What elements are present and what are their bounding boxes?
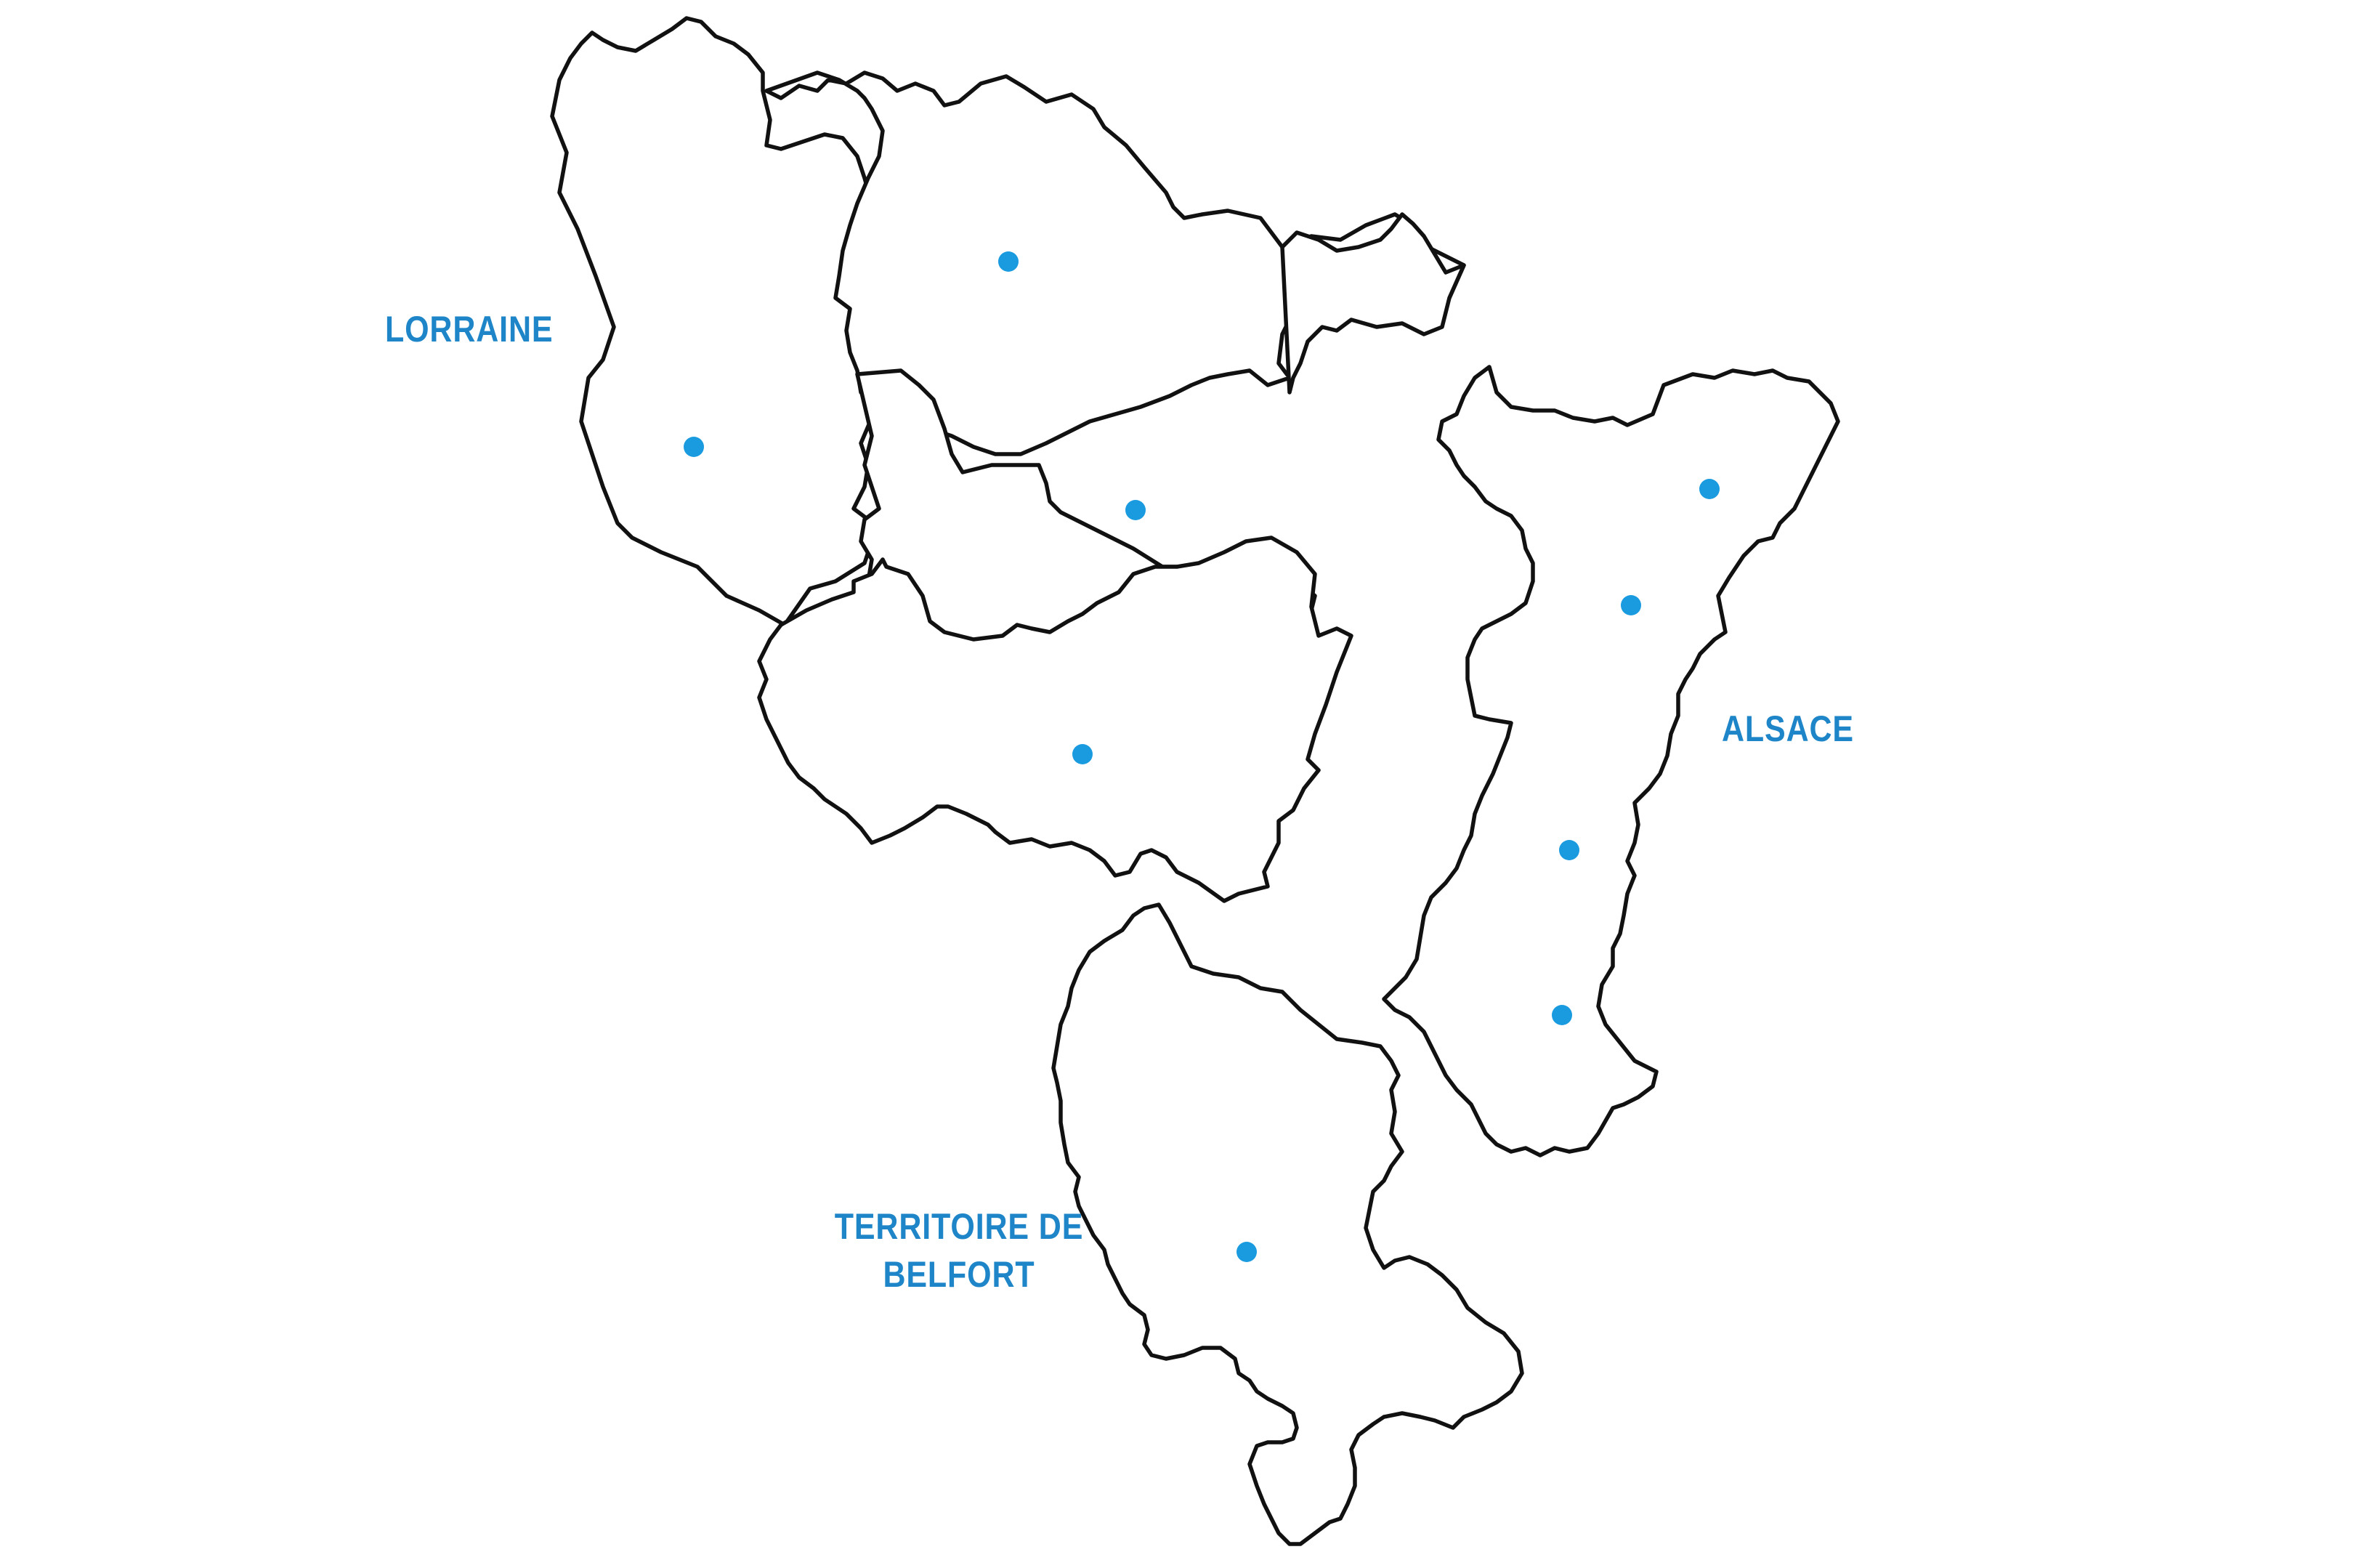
region-label-territoire-de-belfort: TERRITOIRE DE BELFORT bbox=[827, 1203, 1090, 1298]
department-marker[interactable] bbox=[1699, 479, 1720, 499]
region-label-belfort-line2: BELFORT bbox=[883, 1254, 1035, 1295]
region-label-belfort-line1: TERRITOIRE DE bbox=[834, 1206, 1084, 1247]
region-lorraine-northeast[interactable] bbox=[1280, 212, 1466, 395]
region-label-alsace-text: ALSACE bbox=[1722, 708, 1854, 749]
region-label-lorraine-text: LORRAINE bbox=[385, 309, 554, 349]
department-marker[interactable] bbox=[684, 437, 704, 457]
department-marker[interactable] bbox=[998, 251, 1019, 272]
department-marker[interactable] bbox=[1072, 744, 1093, 764]
region-lorraine-south[interactable] bbox=[757, 536, 1353, 903]
region-label-alsace: ALSACE bbox=[1722, 705, 1854, 753]
region-territoire-de-belfort[interactable] bbox=[1051, 902, 1524, 1546]
department-marker[interactable] bbox=[1559, 840, 1579, 860]
department-marker[interactable] bbox=[1236, 1242, 1257, 1262]
region-label-lorraine: LORRAINE bbox=[385, 305, 553, 353]
department-marker[interactable] bbox=[1125, 500, 1146, 520]
department-marker[interactable] bbox=[1621, 595, 1641, 615]
region-alsace[interactable] bbox=[1382, 365, 1840, 1157]
department-marker[interactable] bbox=[1552, 1005, 1572, 1025]
